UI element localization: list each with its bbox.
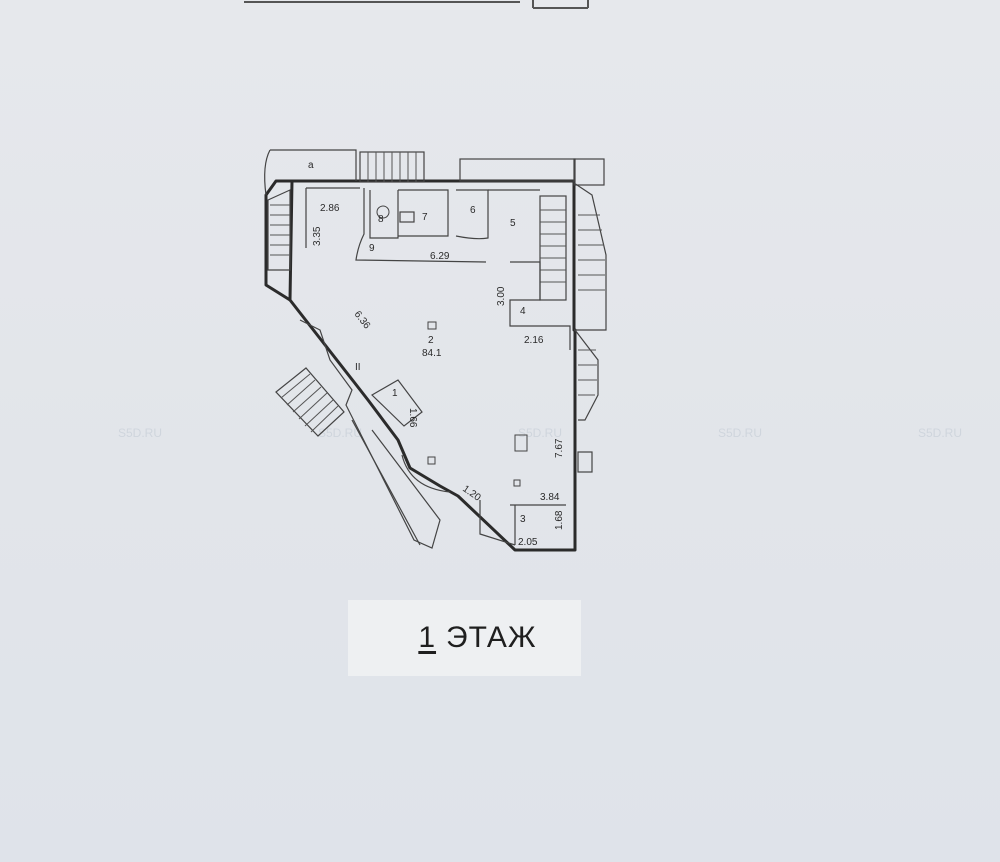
room-label-8: 8 [378,214,384,225]
fixtures [376,205,528,487]
room-label-7: 7 [422,212,428,223]
floor-number: 1 [418,621,437,654]
interior-walls [305,187,571,546]
room-label-1: 1 [392,388,398,399]
watermark: S5D.RU [918,426,962,440]
stairs-top [359,151,425,183]
dimension-label: 3.84 [540,492,560,503]
stairs-lower-left [275,319,441,549]
dimension-label: 3.00 [496,286,507,306]
watermark: S5D.RU [518,426,562,440]
watermark: S5D.RU [318,426,362,440]
stairs-left [267,189,291,271]
dimension-label: 2.16 [524,335,544,346]
dimension-label: 1.68 [554,510,565,530]
room-label-a: а [308,160,314,171]
floor-word: ЭТАЖ [446,621,537,654]
dimension-label: 3.35 [312,226,323,246]
dimension-label: 6.36 [352,309,373,331]
room-label-3: 3 [520,514,526,525]
room-label-2: 2 [428,335,434,346]
stairs-right-outer [578,214,605,396]
dimension-label: 1.66 [407,408,418,428]
top-sheet-fragment [244,0,589,9]
stair-label-ii: II [355,362,361,373]
watermark: S5D.RU [718,426,762,440]
room-label-6: 6 [470,205,476,216]
outer-walls [264,149,607,552]
room-area-2: 84.1 [422,348,442,359]
dimension-label: 2.86 [320,203,340,214]
room-label-4: 4 [520,306,526,317]
stairs-right-inner [539,195,567,301]
watermark: S5D.RU [118,426,162,440]
dimension-label: 2.05 [518,537,538,548]
dimension-label: 6.29 [430,251,450,262]
room-label-9: 9 [369,243,375,254]
dimension-label: 7.67 [554,438,565,458]
room-label-5: 5 [510,218,516,229]
floor-label: 1 ЭТАЖ [348,600,581,676]
